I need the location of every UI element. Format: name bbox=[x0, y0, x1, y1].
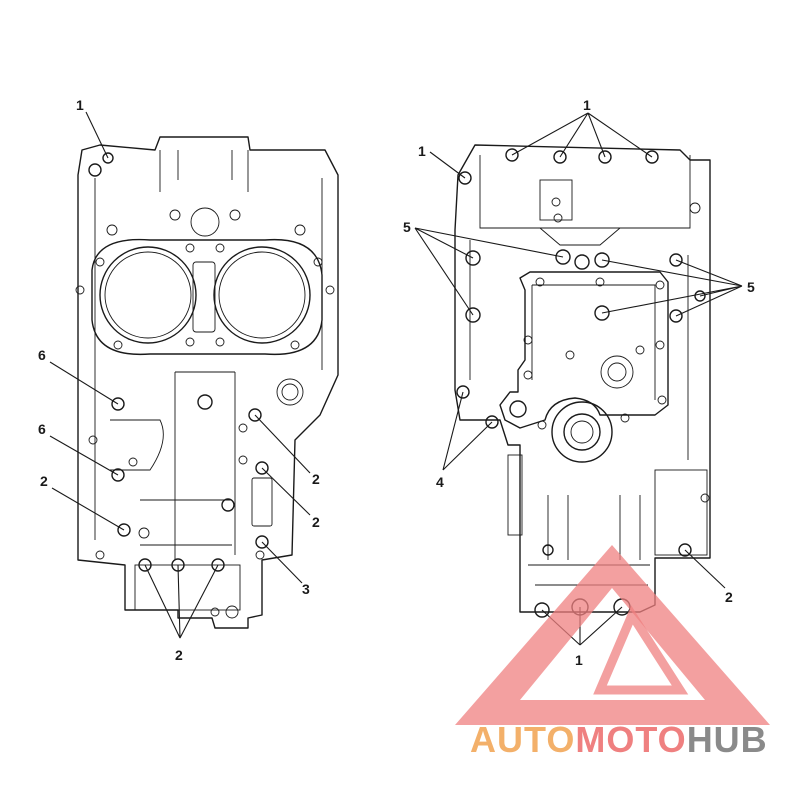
callout-right-1-top: 1 bbox=[583, 97, 591, 113]
callout-left-2b: 2 bbox=[312, 471, 320, 487]
callout-left-3: 3 bbox=[302, 581, 310, 597]
callout-right-5-right: 5 bbox=[747, 279, 755, 295]
bolt-holes-left bbox=[75, 152, 335, 619]
callout-right-2: 2 bbox=[725, 589, 733, 605]
watermark-hub: HUB bbox=[687, 719, 768, 760]
upper-crankcase-view bbox=[49, 111, 339, 639]
watermark-moto: MOTO bbox=[575, 719, 686, 760]
callout-right-5-left: 5 bbox=[403, 219, 411, 235]
watermark-triangle-logo bbox=[455, 545, 770, 725]
callout-left-2c: 2 bbox=[312, 514, 320, 530]
watermark-text: AUTOMOTOHUB bbox=[470, 719, 768, 760]
callout-right-1-bottom: 1 bbox=[575, 652, 583, 668]
callout-labels: 1 6 6 2 2 2 3 2 1 1 5 5 4 2 1 bbox=[38, 97, 755, 668]
callout-right-1-left: 1 bbox=[418, 143, 426, 159]
callout-left-2d: 2 bbox=[175, 647, 183, 663]
callout-left-6a: 6 bbox=[38, 347, 46, 363]
callout-right-4: 4 bbox=[436, 474, 444, 490]
callout-left-2a: 2 bbox=[40, 473, 48, 489]
automotohub-watermark: AUTOMOTOHUB bbox=[455, 545, 770, 760]
callout-left-1: 1 bbox=[76, 97, 84, 113]
leader-lines-left bbox=[49, 111, 311, 639]
bolt-holes-right bbox=[456, 148, 710, 618]
watermark-auto: AUTO bbox=[470, 719, 575, 760]
lower-crankcase-view bbox=[414, 112, 743, 646]
watermark-inner-triangle bbox=[593, 605, 689, 695]
callout-left-6b: 6 bbox=[38, 421, 46, 437]
